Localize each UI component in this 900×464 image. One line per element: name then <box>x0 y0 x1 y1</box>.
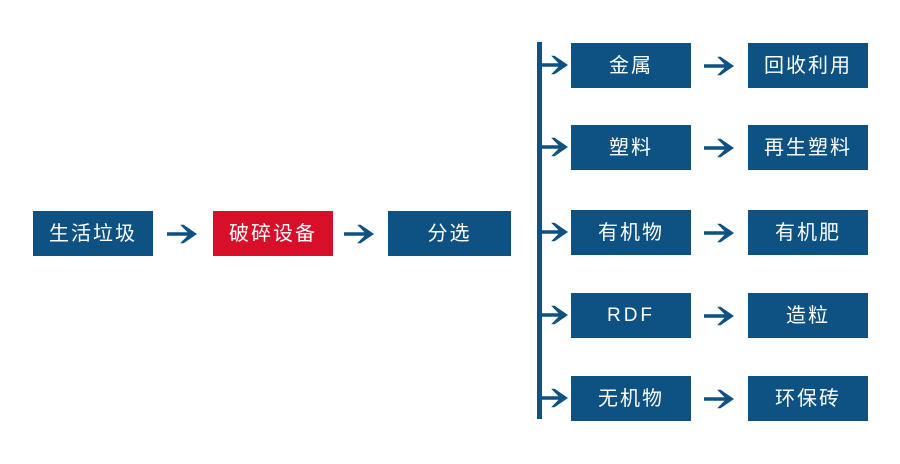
branch-stub-arrow-icon-1 <box>541 136 571 158</box>
node-main-2[interactable]: 分选 <box>388 211 511 256</box>
node-product-1[interactable]: 再生塑料 <box>748 125 868 170</box>
arrow-right-icon-main-0 <box>163 211 203 256</box>
arrow-right-icon-branch-1 <box>697 125 742 170</box>
node-product-0[interactable]: 回收利用 <box>748 43 868 88</box>
node-fraction-0[interactable]: 金属 <box>571 43 691 88</box>
arrow-right-icon-branch-2 <box>697 210 742 255</box>
branch-stub-arrow-icon-3 <box>541 304 571 326</box>
arrow-right-icon-branch-0 <box>697 43 742 88</box>
node-product-3[interactable]: 造粒 <box>748 293 868 338</box>
node-fraction-3[interactable]: RDF <box>571 293 691 338</box>
branch-stub-arrow-icon-2 <box>541 221 571 243</box>
node-product-4[interactable]: 环保砖 <box>748 376 868 421</box>
branch-stub-arrow-icon-0 <box>541 54 571 76</box>
trunk-connector-line <box>537 42 542 419</box>
node-fraction-2[interactable]: 有机物 <box>571 210 691 255</box>
node-product-2[interactable]: 有机肥 <box>748 210 868 255</box>
arrow-right-icon-branch-4 <box>697 376 742 421</box>
node-fraction-4[interactable]: 无机物 <box>571 376 691 421</box>
node-main-0[interactable]: 生活垃圾 <box>33 211 153 256</box>
branch-stub-arrow-icon-4 <box>541 387 571 409</box>
node-fraction-1[interactable]: 塑料 <box>571 125 691 170</box>
arrow-right-icon-main-1 <box>340 211 380 256</box>
arrow-right-icon-branch-3 <box>697 293 742 338</box>
node-main-1[interactable]: 破碎设备 <box>213 211 333 256</box>
